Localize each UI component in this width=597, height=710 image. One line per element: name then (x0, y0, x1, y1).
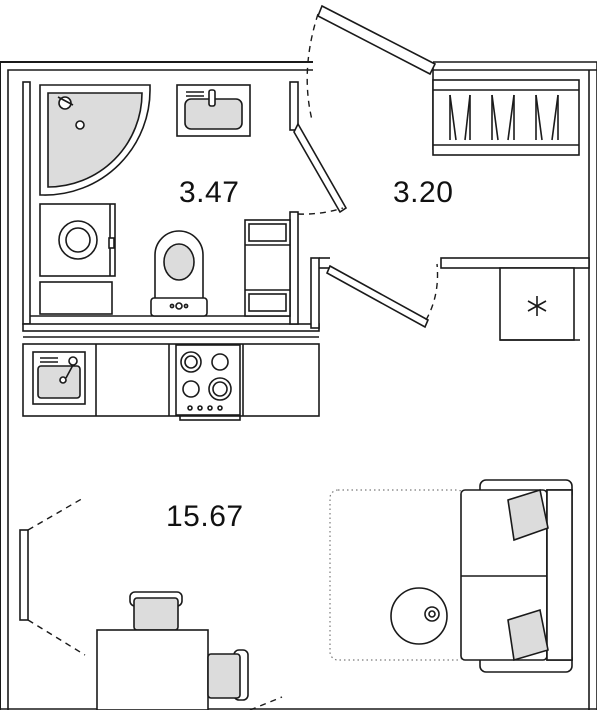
window-left (19, 496, 86, 656)
room-area-bathroom: 3.47 (179, 176, 240, 209)
bathroom-sink (176, 84, 251, 137)
dining-table (96, 591, 249, 710)
bathroom-shelves (244, 219, 291, 317)
room-area-living-room: 15.67 (166, 500, 244, 533)
bathroom-door (293, 122, 348, 215)
toilet (150, 230, 208, 317)
cooktop (175, 344, 241, 421)
washing-machine (39, 203, 116, 277)
coffee-table (390, 587, 448, 645)
shower-cabin (39, 84, 151, 196)
entrance-door (306, 4, 437, 150)
bathroom-cabinet (39, 281, 113, 315)
wardrobe (432, 79, 580, 156)
window-bottom (249, 696, 283, 710)
sofa (460, 479, 573, 673)
electrical-panel (499, 267, 580, 341)
kitchen-sink (32, 351, 86, 405)
room-area-hallway: 3.20 (393, 176, 454, 209)
